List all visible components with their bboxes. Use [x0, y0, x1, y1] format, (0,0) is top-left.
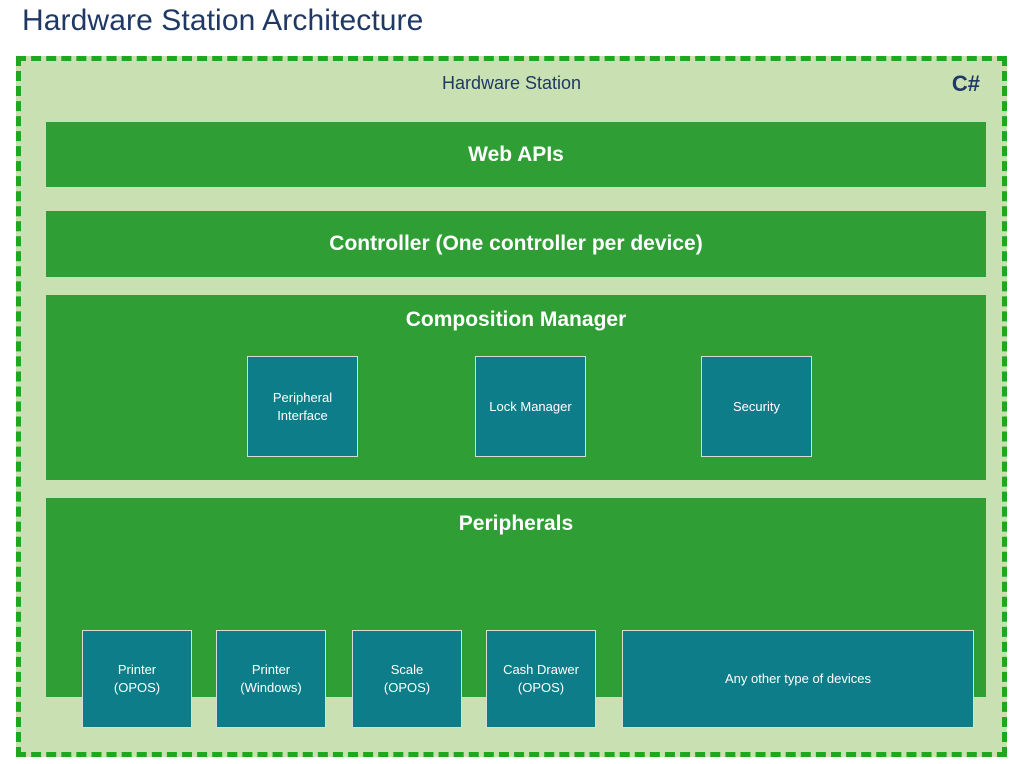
component-cash-drawer-opos-line1: Cash Drawer [503, 662, 579, 678]
component-any-other-devices-line1: Any other type of devices [725, 671, 871, 687]
component-security-line1: Security [733, 398, 780, 414]
component-lock-manager-line1: Lock Manager [489, 398, 572, 414]
component-peripheral-interface-line2: Interface [277, 407, 328, 423]
layer-web-apis-label: Web APIs [468, 143, 564, 166]
layer-composition-manager: Composition Manager Peripheral Interface… [46, 295, 986, 480]
component-printer-opos-line2: (OPOS) [113, 680, 161, 695]
component-printer-windows-line2: (Windows) [240, 680, 302, 695]
component-lock-manager: Lock Manager [475, 356, 586, 457]
layer-controller: Controller (One controller per device) [46, 211, 986, 277]
language-tag: C# [951, 71, 980, 96]
component-peripheral-interface: Peripheral Interface [247, 356, 358, 457]
component-security: Security [701, 356, 812, 457]
hardware-station-container: Hardware Station C# Web APIs Controller … [16, 56, 1007, 757]
component-scale-opos-line2: (OPOS) [383, 680, 431, 695]
layer-peripherals-label: Peripherals [458, 512, 574, 535]
component-peripheral-interface-line1: Peripheral [272, 389, 333, 405]
component-scale-opos-line1: Scale [390, 662, 424, 678]
component-scale-opos: Scale (OPOS) [352, 630, 462, 728]
component-any-other-devices: Any other type of devices [622, 630, 974, 728]
component-printer-opos-line1: Printer [117, 662, 157, 678]
component-cash-drawer-opos-line2: (OPOS) [517, 680, 565, 695]
component-cash-drawer-opos: Cash Drawer (OPOS) [486, 630, 596, 728]
component-printer-windows: Printer (Windows) [216, 630, 326, 728]
layer-web-apis: Web APIs [46, 122, 986, 187]
page-title: Hardware Station Architecture [22, 4, 424, 37]
component-printer-opos: Printer (OPOS) [82, 630, 192, 728]
layer-composition-manager-label: Composition Manager [405, 308, 627, 331]
layer-controller-label: Controller (One controller per device) [329, 232, 703, 255]
layer-peripherals: Peripherals Printer (OPOS) Printer (Wind… [46, 498, 986, 728]
container-label: Hardware Station [441, 73, 582, 93]
component-printer-windows-line1: Printer [251, 662, 291, 678]
